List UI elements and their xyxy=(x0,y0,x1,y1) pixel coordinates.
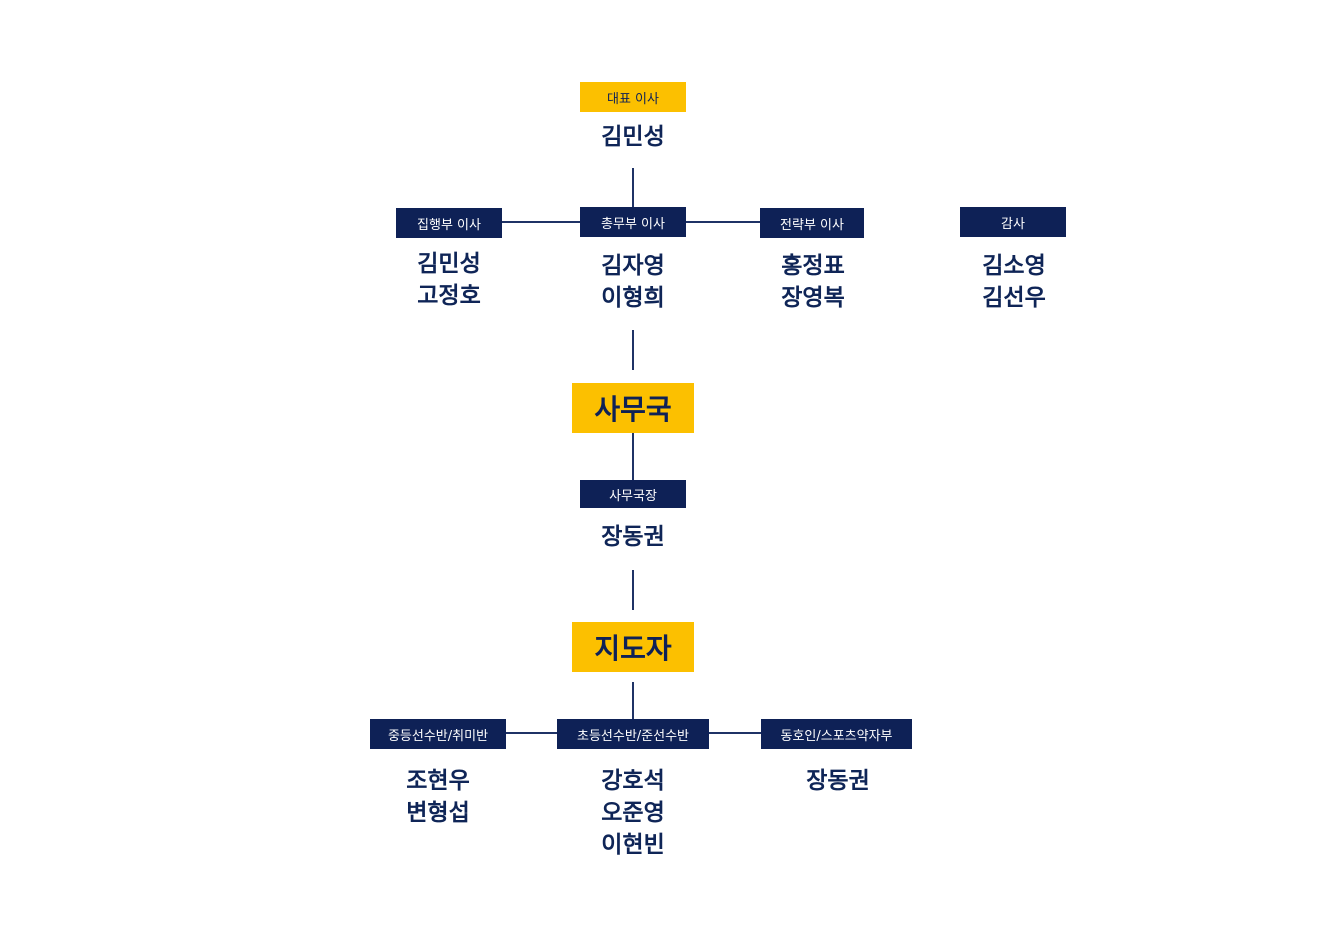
board-strategy-label: 전략부 이사 xyxy=(760,208,864,238)
connector-board-horizontal-left xyxy=(502,221,580,223)
board-executive-names: 김민성 고정호 xyxy=(417,248,480,312)
board-member-name: 김민성 xyxy=(417,251,481,277)
board-general-affairs-label: 총무부 이사 xyxy=(580,207,686,237)
connector-ceo-to-board xyxy=(632,168,634,208)
connector-secretariat-to-head xyxy=(632,433,634,480)
coach-name: 변형섭 xyxy=(406,800,470,826)
connector-head-to-coaches xyxy=(632,570,634,610)
board-auditor-names: 김소영 김선우 xyxy=(982,250,1045,314)
ceo-name: 김민성 xyxy=(601,124,665,150)
secretariat-head-names: 장동권 xyxy=(601,521,664,553)
board-member-name: 김선우 xyxy=(982,285,1046,311)
team-elementary-names: 강호석 오준영 이현빈 xyxy=(601,765,664,861)
coach-name: 장동권 xyxy=(806,768,870,794)
team-elementary-label: 초등선수반/준선수반 xyxy=(557,719,709,749)
board-member-name: 이형희 xyxy=(601,285,665,311)
board-strategy-names: 홍정표 장영복 xyxy=(781,250,844,314)
team-middle-school-label: 중등선수반/취미반 xyxy=(370,719,506,749)
coach-name: 강호석 xyxy=(601,768,665,794)
board-member-name: 김자영 xyxy=(601,253,665,279)
connector-teams-horizontal-left xyxy=(506,732,557,734)
coach-name: 오준영 xyxy=(601,800,665,826)
team-club-label: 동호인/스포츠약자부 xyxy=(761,719,912,749)
board-member-name: 장영복 xyxy=(781,285,845,311)
coach-name: 조현우 xyxy=(406,768,470,794)
coaches-heading: 지도자 xyxy=(572,622,694,672)
connector-board-to-secretariat xyxy=(632,330,634,370)
board-member-name: 김소영 xyxy=(982,253,1046,279)
team-club-names: 장동권 xyxy=(806,765,869,797)
board-auditor-label: 감사 xyxy=(960,207,1066,237)
secretariat-head-label: 사무국장 xyxy=(580,480,686,508)
ceo-names: 김민성 xyxy=(601,121,664,153)
board-general-affairs-names: 김자영 이형희 xyxy=(601,250,664,314)
connector-board-horizontal-right xyxy=(686,221,760,223)
board-member-name: 홍정표 xyxy=(781,253,845,279)
team-middle-school-names: 조현우 변형섭 xyxy=(406,765,469,829)
board-member-name: 고정호 xyxy=(417,283,481,309)
ceo-title-label: 대표 이사 xyxy=(580,82,686,112)
secretariat-head-name: 장동권 xyxy=(601,524,665,550)
connector-teams-horizontal-right xyxy=(709,732,761,734)
board-executive-label: 집행부 이사 xyxy=(396,208,502,238)
connector-coaches-to-teams xyxy=(632,682,634,719)
coach-name: 이현빈 xyxy=(601,832,665,858)
secretariat-heading: 사무국 xyxy=(572,383,694,433)
